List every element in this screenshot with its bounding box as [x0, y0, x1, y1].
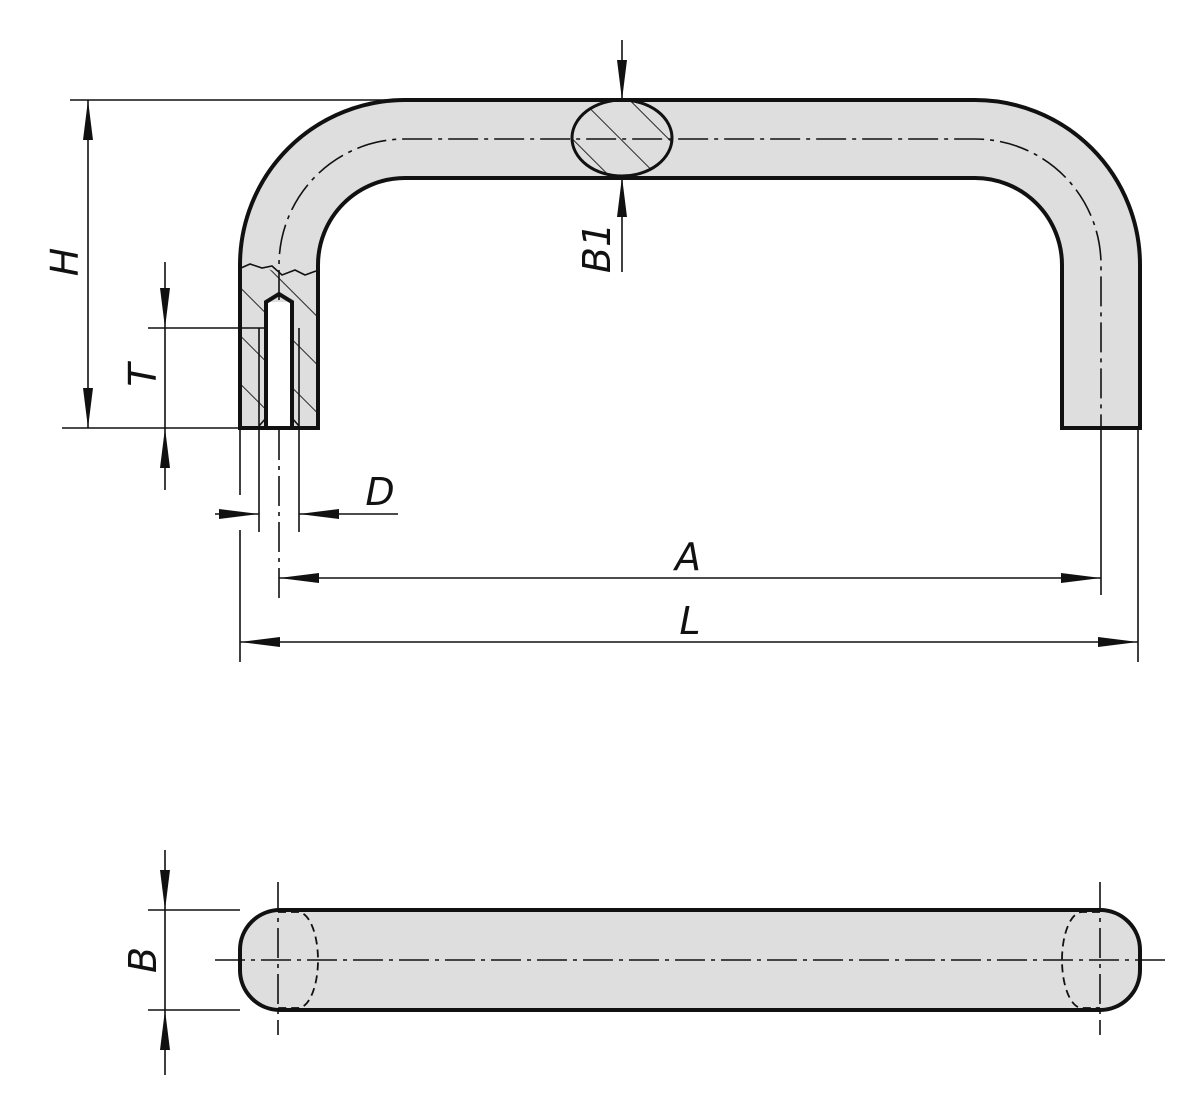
centerline — [278, 138, 1102, 440]
dimension-label-d: D — [365, 470, 394, 514]
handle-body — [238, 98, 1142, 430]
dimensions: H T D A L B1 — [43, 40, 1139, 662]
left-hidden-end — [278, 911, 319, 1009]
dimension-label-b: B — [121, 947, 165, 973]
threaded-hole — [258, 291, 300, 427]
front-view — [238, 98, 1142, 440]
plan-view: B — [121, 850, 1165, 1075]
dimension-label-t: T — [121, 361, 165, 387]
cross-section-b1 — [570, 98, 674, 178]
right-hidden-end — [1061, 911, 1100, 1009]
dimension-label-h: H — [43, 248, 87, 277]
dimension-label-l: L — [679, 599, 700, 643]
dimension-label-a: A — [672, 535, 701, 579]
dimension-label-b1: B1 — [575, 223, 619, 273]
